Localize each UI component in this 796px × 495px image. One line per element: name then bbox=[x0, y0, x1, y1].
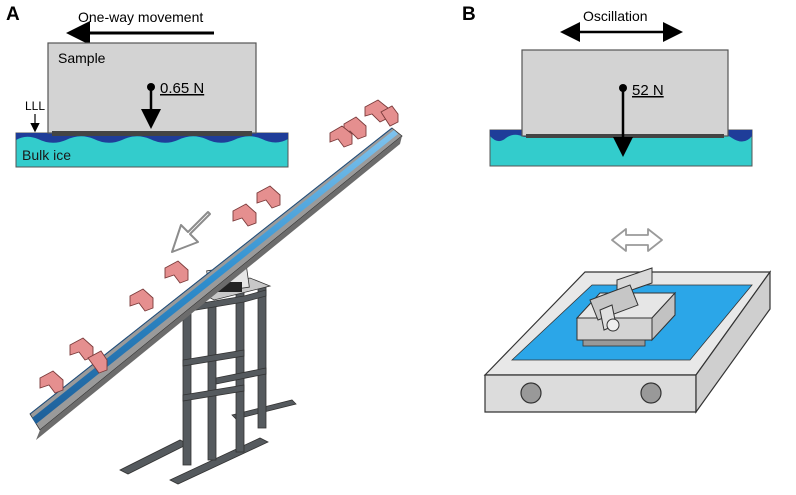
panel-b-letter: B bbox=[462, 4, 476, 25]
tilted-rail bbox=[29, 127, 403, 440]
force-label-a: 0.65 N bbox=[160, 80, 204, 97]
tray-sample-holder bbox=[575, 267, 677, 347]
panel-a: A One-way movement Bulk ice Sample 0.65 … bbox=[6, 4, 403, 485]
slide-direction-arrow bbox=[171, 211, 211, 253]
motion-label-b: Oscillation bbox=[583, 8, 648, 24]
sample-block-b bbox=[521, 49, 729, 137]
lll-label: LLL bbox=[25, 99, 45, 113]
bulk-ice-label: Bulk ice bbox=[22, 147, 71, 163]
motion-label-a: One-way movement bbox=[78, 9, 203, 25]
sample-label: Sample bbox=[58, 50, 106, 66]
tray-knob-right bbox=[640, 382, 662, 404]
force-label-b: 52 N bbox=[632, 82, 664, 99]
sample-contact-a bbox=[52, 131, 252, 136]
sample-contact-b bbox=[526, 134, 724, 138]
tilted-stand bbox=[119, 277, 297, 485]
panel-b: B Oscillation 52 N bbox=[462, 4, 772, 414]
tray-knob-left bbox=[520, 382, 542, 404]
oscillation-hollow-arrow bbox=[611, 228, 663, 252]
panel-a-letter: A bbox=[6, 4, 20, 25]
rail-brackets bbox=[39, 99, 399, 394]
